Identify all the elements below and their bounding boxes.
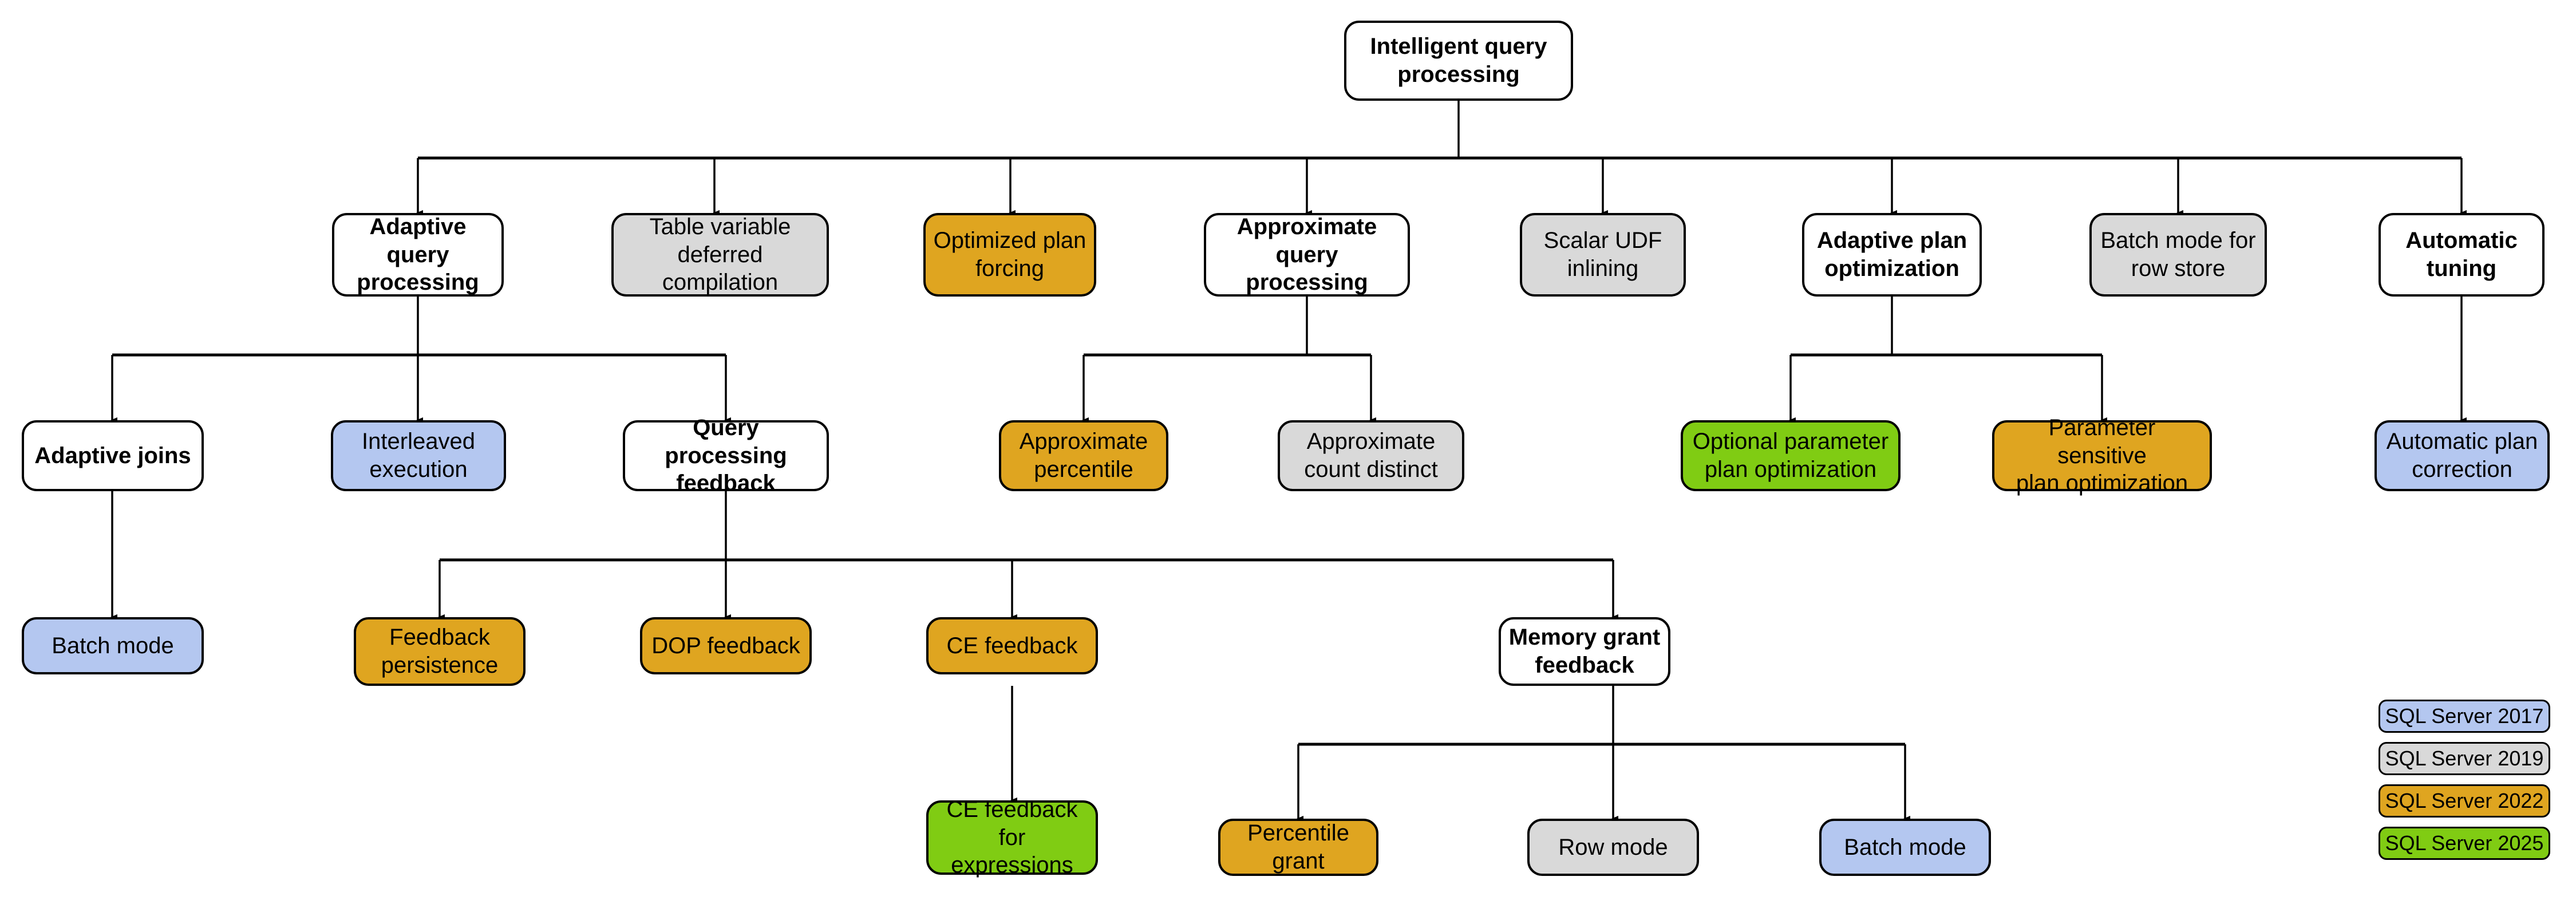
node-adaptive-joins[interactable]: Adaptive joins bbox=[22, 420, 204, 491]
legend-item-sql-server-2017: SQL Server 2017 bbox=[2379, 700, 2550, 733]
legend-label: SQL Server 2025 bbox=[2385, 831, 2544, 855]
legend-label: SQL Server 2022 bbox=[2385, 789, 2544, 812]
node-label: DOP feedback bbox=[651, 633, 800, 658]
node-label: Row mode bbox=[1558, 834, 1668, 860]
node-row-mode[interactable]: Row mode bbox=[1527, 819, 1699, 876]
node-batch-mode-adaptive-joins[interactable]: Batch mode bbox=[22, 617, 204, 674]
node-percentile-grant[interactable]: Percentile grant bbox=[1218, 819, 1378, 876]
legend-label: SQL Server 2017 bbox=[2385, 704, 2544, 728]
node-ce-feedback[interactable]: CE feedback bbox=[926, 617, 1098, 674]
legend-item-sql-server-2025: SQL Server 2025 bbox=[2379, 827, 2550, 860]
legend: SQL Server 2017 SQL Server 2019 SQL Serv… bbox=[2379, 700, 2550, 869]
node-label: Batch mode bbox=[52, 633, 174, 658]
node-label: CE feedback bbox=[946, 633, 1078, 658]
legend-label: SQL Server 2019 bbox=[2385, 747, 2544, 770]
node-label: Batch mode bbox=[1844, 834, 1966, 860]
legend-item-sql-server-2022: SQL Server 2022 bbox=[2379, 784, 2550, 818]
node-dop-feedback[interactable]: DOP feedback bbox=[640, 617, 812, 674]
node-label: Percentile grant bbox=[1247, 820, 1349, 874]
legend-item-sql-server-2019: SQL Server 2019 bbox=[2379, 742, 2550, 775]
node-batch-mode-memory-grant[interactable]: Batch mode bbox=[1819, 819, 1991, 876]
node-label: Adaptive joins bbox=[34, 443, 191, 468]
